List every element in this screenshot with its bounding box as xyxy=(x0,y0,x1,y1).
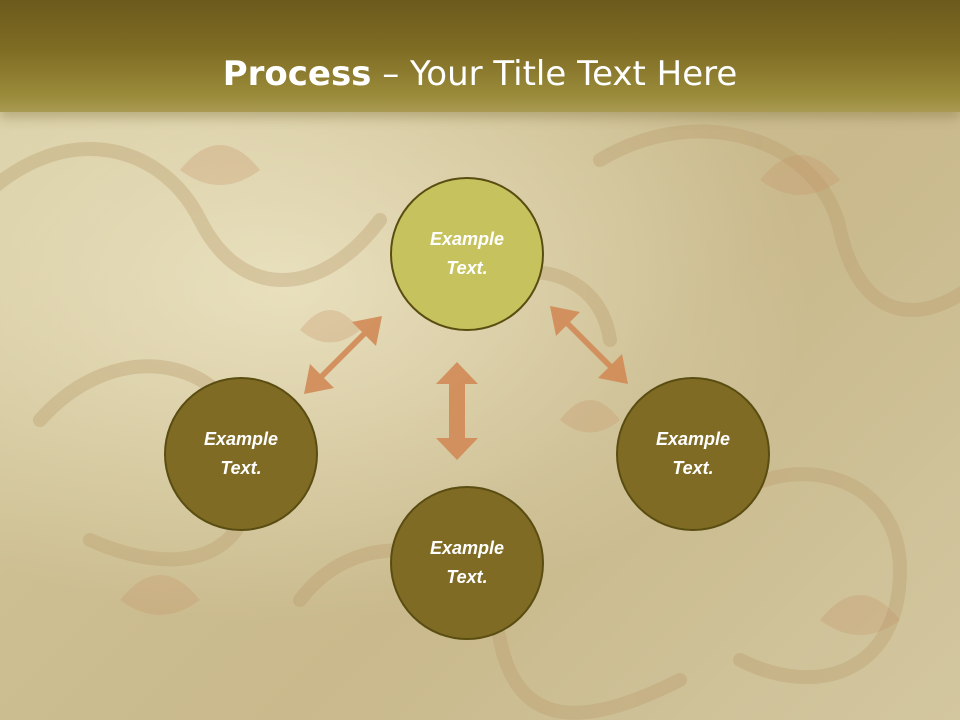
process-node-left: Example Text. xyxy=(164,377,318,531)
slide-title: Process – Your Title Text Here xyxy=(0,50,960,98)
node-bottom-label: Example Text. xyxy=(429,538,505,587)
title-rest: – Your Title Text Here xyxy=(371,54,738,94)
process-node-top: Example Text. xyxy=(390,177,544,331)
node-right-label: Example Text. xyxy=(655,429,731,478)
process-node-bottom: Example Text. xyxy=(390,486,544,640)
arrow-top-right xyxy=(550,306,628,384)
process-node-right: Example Text. xyxy=(616,377,770,531)
title-bold: Process xyxy=(222,54,372,94)
node-top-label: Example Text. xyxy=(429,229,505,278)
title-bar xyxy=(0,0,960,112)
arrow-center xyxy=(436,362,478,460)
arrow-top-left xyxy=(304,316,382,394)
node-left-label: Example Text. xyxy=(203,429,279,478)
